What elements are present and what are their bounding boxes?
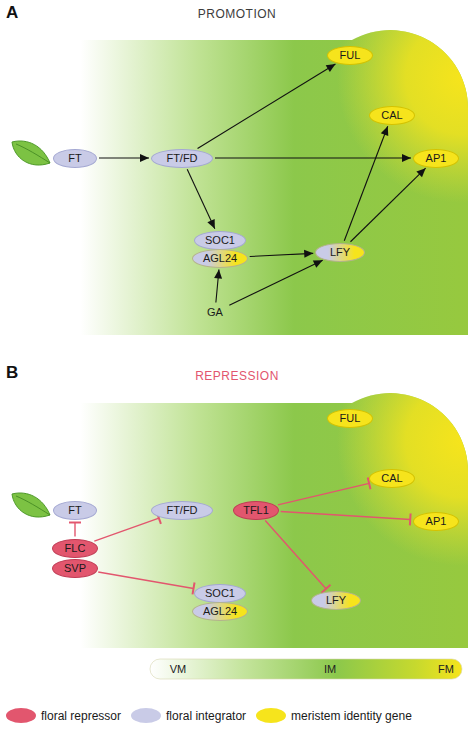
gene-ellipse: AGL24: [192, 602, 248, 621]
gene-ellipse: TFL1: [233, 501, 279, 520]
gene-name: LFY: [330, 247, 350, 258]
promotion-arrow: [187, 169, 215, 229]
gene-name: TFL1: [243, 505, 269, 516]
promotion-arrow: [99, 157, 149, 158]
meristem-region: [0, 393, 468, 648]
gene-name: GA: [207, 307, 223, 318]
meristem-dome-tint: [0, 393, 468, 648]
stage-label: FM: [438, 664, 454, 675]
legend-swatch: [131, 708, 161, 723]
promotion-arrow: [250, 253, 314, 256]
promotion-arrow: [344, 126, 387, 240]
gene-ellipse: SOC1: [194, 231, 246, 250]
leaf-blade: [12, 493, 50, 517]
gene-ellipse: FT: [53, 149, 97, 168]
meristem-region: [0, 30, 468, 335]
gene-name: AP1: [426, 153, 447, 164]
gene-ellipse: AP1: [413, 512, 459, 531]
meristem-shape: [0, 393, 468, 648]
legend-item: floral integrator: [131, 708, 246, 723]
legend: floral repressor floral integrator meriste…: [6, 708, 422, 723]
promotion-arrow: [229, 260, 322, 305]
repression-line: [278, 483, 369, 504]
leaf-vein: [16, 496, 50, 515]
gene-name: SOC1: [205, 588, 235, 599]
stage-label: IM: [324, 664, 336, 675]
legend-text: floral repressor: [41, 710, 121, 722]
gene-ellipse: LFY: [315, 243, 365, 262]
legend-item: meristem identity gene: [256, 708, 412, 723]
gene-ellipse: FT: [53, 501, 97, 520]
gene-name: FUL: [340, 413, 361, 424]
gene-ellipse: FUL: [327, 46, 373, 65]
meristem-dome-tint: [0, 30, 468, 335]
leaf-icon: [12, 141, 50, 165]
gene-name: FT/FD: [166, 153, 197, 164]
repression-line: [281, 512, 411, 520]
promotion-arrow: [216, 269, 219, 302]
repression-line: [94, 518, 159, 541]
gene-ellipse: AP1: [413, 149, 459, 168]
repression-line: [98, 572, 193, 588]
meristem-shape: [0, 30, 468, 335]
repression-line: [265, 520, 326, 588]
gene-ellipse: FT/FD: [151, 149, 213, 168]
gene-name: CAL: [381, 110, 402, 121]
legend-text: meristem identity gene: [291, 710, 412, 722]
gene-name: AGL24: [203, 253, 237, 264]
gene-ellipse: LFY: [311, 591, 361, 610]
legend-text: floral integrator: [166, 710, 246, 722]
gene-name: FT/FD: [166, 505, 197, 516]
gene-name: AP1: [426, 516, 447, 527]
gene-name: AGL24: [203, 606, 237, 617]
panel-letter: A: [6, 4, 18, 21]
gene-name: LFY: [326, 595, 346, 606]
legend-swatch: [256, 708, 286, 723]
gene-ellipse: AGL24: [192, 249, 248, 268]
legend-swatch: [6, 708, 36, 723]
stage-gradient-bar: [150, 659, 462, 679]
gene-name: FLC: [65, 543, 86, 554]
promotion-arrow: [350, 168, 425, 242]
panel-title: REPRESSION: [195, 370, 279, 382]
leaf-vein: [16, 144, 50, 163]
panel-title: PROMOTION: [198, 8, 277, 20]
signal-node: GA: [203, 305, 228, 320]
gene-ellipse: FLC: [52, 539, 98, 558]
leaf-blade: [12, 141, 50, 165]
stage-label: VM: [170, 664, 187, 675]
gene-ellipse: CAL: [369, 106, 415, 125]
promotion-arrow: [215, 157, 411, 158]
gene-ellipse: CAL: [369, 469, 415, 488]
gene-name: FUL: [340, 50, 361, 61]
legend-item: floral repressor: [6, 708, 121, 723]
leaf-icon: [12, 493, 50, 517]
gene-ellipse: FUL: [327, 409, 373, 428]
gene-name: FT: [68, 153, 81, 164]
gene-ellipse: FT/FD: [151, 501, 213, 520]
gene-name: FT: [68, 505, 81, 516]
gene-name: SOC1: [205, 235, 235, 246]
gene-ellipse: SOC1: [194, 584, 246, 603]
gene-name: SVP: [64, 563, 86, 574]
gene-name: CAL: [381, 473, 402, 484]
promotion-arrow: [198, 64, 336, 149]
gene-ellipse: SVP: [52, 559, 98, 578]
panel-letter: B: [6, 364, 18, 381]
repression-line: [74, 523, 75, 537]
